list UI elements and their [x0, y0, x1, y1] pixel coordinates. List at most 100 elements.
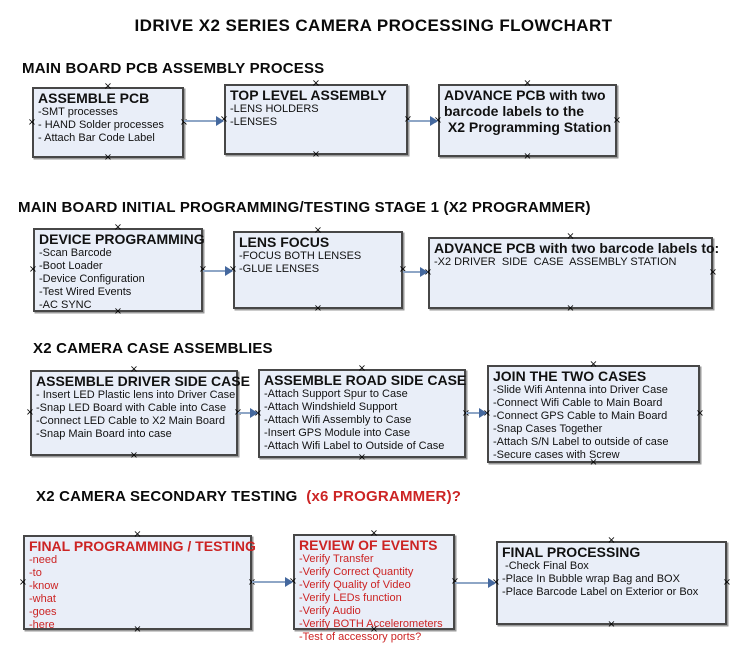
flow-box-item: -AC SYNC	[39, 299, 92, 311]
flow-box-title: ASSEMBLE ROAD SIDE CASE	[264, 372, 467, 388]
flow-box-item: -Slide Wifi Antenna into Driver Case	[493, 384, 668, 396]
flow-box: ASSEMBLE PCB-SMT processes- HAND Solder …	[32, 87, 184, 158]
flow-box-item: -Verify Correct Quantity	[299, 566, 414, 578]
flow-box: ASSEMBLE ROAD SIDE CASE-Attach Support S…	[258, 369, 466, 458]
flow-box-item: -Snap Cases Together	[493, 423, 603, 435]
section-heading: X2 CAMERA CASE ASSEMBLIES	[33, 340, 273, 357]
flow-box-item: -Connect Wifi Cable to Main Board	[493, 397, 663, 409]
flow-box-item: -SMT processes	[38, 106, 118, 118]
flow-box-item: -Attach S/N Label to outside of case	[493, 436, 669, 448]
flow-box-item: -Device Configuration	[39, 273, 145, 285]
connector-line	[403, 271, 422, 273]
flow-box-title: FINAL PROGRAMMING / TESTING	[29, 538, 256, 554]
flow-box-item: -Test of accessory ports?	[299, 631, 422, 643]
flow-box-item: -Connect LED Cable to X2 Main Board	[36, 415, 225, 427]
flow-box-title: ADVANCE PCB with two	[444, 87, 606, 103]
flow-box-item: -Place In Bubble wrap Bag and BOX	[502, 573, 680, 585]
flow-box-title: REVIEW OF EVENTS	[299, 537, 438, 553]
flow-box-item: -Verify LEDs function	[299, 592, 402, 604]
flow-box-title: barcode labels to the	[444, 103, 585, 119]
flow-box-item: - Insert LED Plastic lens into Driver Ca…	[36, 389, 236, 401]
flow-box-item: -Attach Windshield Support	[264, 401, 398, 413]
arrowhead-icon	[479, 408, 487, 418]
flow-box: REVIEW OF EVENTS-Verify Transfer-Verify …	[293, 534, 455, 643]
flow-box-item: -know	[29, 580, 59, 592]
flow-box-item: -GLUE LENSES	[239, 263, 320, 275]
flow-box-item: -Place Barcode Label on Exterior or Box	[502, 586, 699, 598]
flow-box-item: -Scan Barcode	[39, 247, 112, 259]
flow-box-item: -FOCUS BOTH LENSES	[239, 250, 362, 262]
flow-box-title: X2 Programming Station	[444, 119, 612, 135]
flow-box-item: -Insert GPS Module into Case	[264, 427, 411, 439]
flow-box-item: -need	[29, 554, 58, 566]
connector-arrow	[252, 577, 293, 587]
section-heading: MAIN BOARD PCB ASSEMBLY PROCESS	[22, 60, 324, 77]
flow-box-item: -Snap LED Board with Cable into Case	[36, 402, 227, 414]
flow-box: ADVANCE PCB with two barcode labels to:-…	[428, 237, 720, 309]
flow-box-title: DEVICE PROGRAMMING	[39, 231, 205, 247]
flow-box-title: ADVANCE PCB with two barcode labels to:	[434, 240, 720, 256]
flow-box-title: ASSEMBLE PCB	[38, 90, 150, 106]
flow-box-item: -Connect GPS Cable to Main Board	[493, 410, 668, 422]
connector-arrow	[184, 116, 224, 126]
flow-box-item: -Check Final Box	[502, 560, 589, 572]
flow-box-item: -Attach Support Spur to Case	[264, 388, 408, 400]
flow-box: DEVICE PROGRAMMING-Scan Barcode-Boot Loa…	[33, 228, 205, 312]
section-heading-text: MAIN BOARD PCB ASSEMBLY PROCESS	[22, 60, 325, 77]
flow-box-item: -Secure cases with Screw	[493, 449, 620, 461]
flow-box-item: -Attach Wifi Assembly to Case	[264, 414, 412, 426]
flow-box: LENS FOCUS-FOCUS BOTH LENSES-GLUE LENSES	[233, 231, 403, 309]
flow-box-title: ASSEMBLE DRIVER SIDE CASE	[36, 373, 250, 389]
flow-box-item: -here	[29, 619, 55, 631]
flow-box-item: -goes	[29, 606, 57, 618]
connector-line	[455, 582, 490, 584]
flow-box-item: -Verify Transfer	[299, 553, 374, 565]
flow-box: TOP LEVEL ASSEMBLY-LENS HOLDERS-LENSES	[224, 84, 408, 155]
flow-box-item: -what	[29, 593, 56, 605]
flow-box-item: -to	[29, 567, 42, 579]
page-title: IDRIVE X2 SERIES CAMERA PROCESSING FLOWC…	[134, 16, 613, 35]
flow-box: JOIN THE TWO CASES-Slide Wifi Antenna in…	[487, 365, 700, 463]
flow-box-item: -LENS HOLDERS	[230, 103, 319, 115]
flow-box-title: JOIN THE TWO CASES	[493, 368, 647, 384]
arrowhead-icon	[216, 116, 224, 126]
section-heading-red-text: (x6 PROGRAMMER)?	[306, 488, 462, 505]
arrowhead-icon	[488, 578, 496, 588]
connector-arrow	[466, 408, 487, 418]
flow-box-item: - HAND Solder processes	[38, 119, 164, 131]
flow-box-item: -X2 DRIVER SIDE CASE ASSEMBLY STATION	[434, 256, 677, 268]
connector-line	[203, 270, 227, 272]
flow-box-item: -Verify Quality of Video	[299, 579, 411, 591]
arrowhead-icon	[250, 408, 258, 418]
section-heading-text: X2 CAMERA CASE ASSEMBLIES	[33, 340, 273, 357]
flow-box: FINAL PROGRAMMING / TESTING-need-to-know…	[23, 535, 256, 631]
connector-arrow	[408, 116, 438, 126]
section-heading-text: MAIN BOARD INITIAL PROGRAMMING/TESTING S…	[18, 199, 591, 216]
flow-box-item: -Test Wired Events	[39, 286, 132, 298]
connector-arrow	[403, 267, 428, 277]
flow-box-title: LENS FOCUS	[239, 234, 330, 250]
flow-box-item: -Verify Audio	[299, 605, 361, 617]
connector-line	[184, 120, 218, 122]
section-heading: MAIN BOARD INITIAL PROGRAMMING/TESTING S…	[18, 199, 591, 216]
section-heading-text: X2 CAMERA SECONDARY TESTING	[36, 488, 307, 505]
connector-line	[252, 581, 287, 583]
arrowhead-icon	[225, 266, 233, 276]
flow-box-item: -Attach Wifi Label to Outside of Case	[264, 440, 445, 452]
flow-box-item: -Snap Main Board into case	[36, 428, 172, 440]
flow-box-title: TOP LEVEL ASSEMBLY	[230, 87, 387, 103]
arrowhead-icon	[285, 577, 293, 587]
connector-line	[466, 412, 481, 414]
section-heading: X2 CAMERA SECONDARY TESTING (x6 PROGRAMM…	[36, 488, 461, 505]
flow-box-title: FINAL PROCESSING	[502, 544, 641, 560]
connector-arrow	[238, 408, 258, 418]
arrowhead-icon	[420, 267, 428, 277]
flow-box-item: -Verify BOTH Accelerometers	[299, 618, 443, 630]
connector-arrow	[203, 266, 233, 276]
arrowhead-icon	[430, 116, 438, 126]
connector-line	[408, 120, 432, 122]
connector-arrow	[455, 578, 496, 588]
flow-box-item: -LENSES	[230, 116, 278, 128]
flow-box-item: - Attach Bar Code Label	[38, 132, 155, 144]
